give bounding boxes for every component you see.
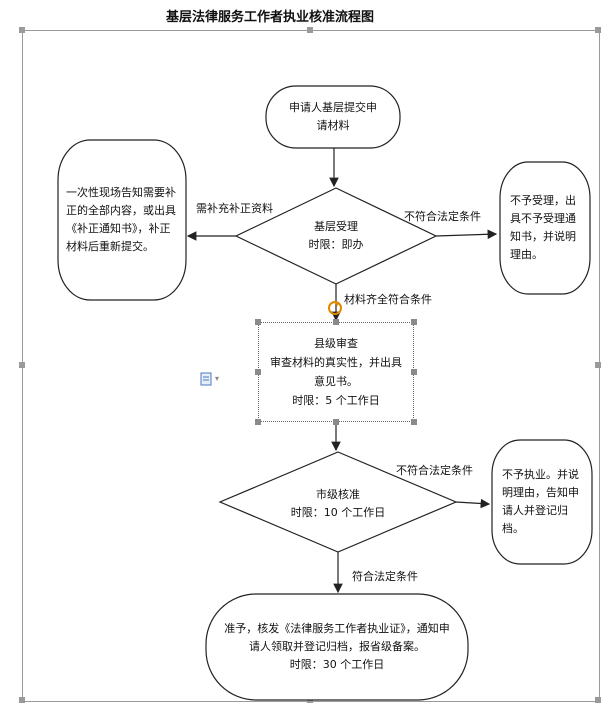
frame-handle-tm[interactable]	[307, 27, 313, 33]
arrow-city-to-right	[455, 498, 491, 509]
frame-handle-tl[interactable]	[19, 27, 25, 33]
base-accept-name: 基层受理	[314, 220, 358, 233]
frame-handle-ml[interactable]	[19, 362, 25, 368]
county-handle-tm[interactable]	[333, 319, 339, 325]
left-note-shape	[57, 139, 187, 301]
county-handle-bm[interactable]	[333, 419, 339, 425]
county-handle-bl[interactable]	[255, 419, 261, 425]
base-accept-text: 基层受理 时限：即办	[286, 218, 386, 254]
city-text: 市级核准 时限：10 个工作日	[272, 486, 404, 522]
frame-handle-bl[interactable]	[19, 697, 25, 703]
county-handle-mr[interactable]	[411, 369, 417, 375]
frame-handle-tr[interactable]	[595, 27, 601, 33]
right-note1-text: 不予受理，出具不予受理通知书，并说明理由。	[510, 194, 576, 261]
city-limit: 时限：10 个工作日	[290, 506, 386, 519]
left-note-text: 一次性现场告知需要补正的全部内容，或出具《补正通知书》，补正材料后重新提交。	[66, 186, 176, 253]
county-handle-br[interactable]	[411, 419, 417, 425]
county-name: 县级审查	[314, 337, 358, 350]
final-node-limit: 时限：30 个工作日	[289, 658, 385, 671]
county-handle-ml[interactable]	[255, 369, 261, 375]
apply-node[interactable]: 申请人基层提交申请材料	[266, 86, 400, 148]
layout-options-chevron-icon[interactable]: ▾	[215, 374, 220, 383]
county-handle-tl[interactable]	[255, 319, 261, 325]
label-need-supplement: 需补充补正资料	[196, 202, 273, 215]
label-not-legal-2: 不符合法定条件	[396, 464, 473, 477]
base-accept-limit: 时限：即办	[308, 238, 364, 251]
frame-handle-br[interactable]	[595, 697, 601, 703]
right-note2-node[interactable]: 不予执业。并说明理由，告知申请人并登记归档。	[492, 440, 592, 564]
page-title: 基层法律服务工作者执业核准流程图	[165, 10, 374, 25]
left-note-node[interactable]: 一次性现场告知需要补正的全部内容，或出具《补正通知书》，补正材料后重新提交。	[58, 140, 186, 300]
county-limit: 时限：5 个工作日	[292, 394, 380, 407]
county-desc: 审查材料的真实性，并出具意见书。	[270, 356, 402, 388]
right-note2-text: 不予执业。并说明理由，告知申请人并登记归档。	[502, 468, 579, 535]
right-note1-node[interactable]: 不予受理，出具不予受理通知书，并说明理由。	[500, 162, 590, 294]
right-note2-shape	[491, 439, 593, 565]
label-not-legal-1: 不符合法定条件	[404, 210, 481, 223]
label-legal: 符合法定条件	[352, 570, 418, 583]
county-review-node[interactable]: 县级审查 审查材料的真实性，并出具意见书。 时限：5 个工作日	[258, 322, 414, 422]
arrow-base-to-right	[435, 229, 498, 240]
final-node[interactable]: 准予，核发《法律服务工作者执业证》，通知申请人领取并登记归档，报省级备案。 时限…	[206, 594, 468, 700]
apply-node-text: 申请人基层提交申请材料	[289, 101, 377, 132]
label-complete: 材料齐全符合条件	[344, 293, 432, 306]
city-name: 市级核准	[316, 488, 360, 501]
apply-node-shape	[265, 85, 401, 149]
final-node-shape	[205, 593, 469, 701]
county-handle-tr[interactable]	[411, 319, 417, 325]
layout-options-icon[interactable]	[200, 372, 212, 386]
final-node-text: 准予，核发《法律服务工作者执业证》，通知申请人领取并登记归档，报省级备案。	[224, 622, 450, 653]
right-note1-shape	[499, 161, 591, 295]
rotate-handle-icon[interactable]	[327, 300, 343, 316]
frame-handle-mr[interactable]	[595, 362, 601, 368]
